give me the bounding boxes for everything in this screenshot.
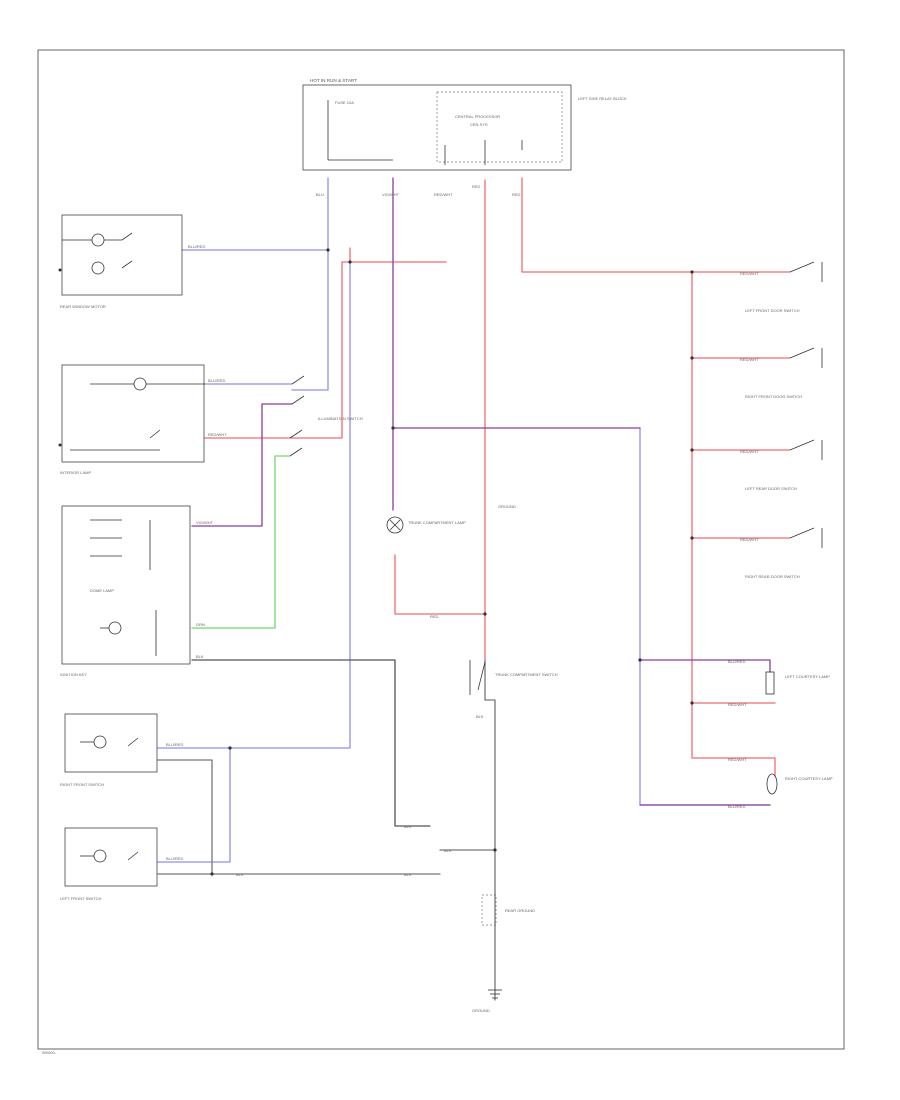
left-courtesy-label: LEFT COURTESY LAMP xyxy=(785,674,830,679)
left-front-switch-label: LEFT FRONT SWITCH xyxy=(60,896,102,901)
right-courtesy-lamp: RED/WHT BLU/RED RIGHT COURTESY LAMP xyxy=(728,757,833,809)
wire-code-lower-4: BLK xyxy=(404,872,412,877)
illumination-switch-label: ILLUMINATION SWITCH xyxy=(318,416,363,421)
wire-code-sw2: RED/WHT xyxy=(740,357,759,362)
illumination-switch: ILLUMINATION SWITCH xyxy=(289,375,363,457)
fuse-block: HOT IN RUN & START FUSE 10A CENTRAL PROC… xyxy=(302,78,627,197)
wire-code-int-2: RED/WHT xyxy=(208,432,227,437)
wire-code-key-1: VIO/WHT xyxy=(196,520,214,525)
wire-code-sw4: RED/WHT xyxy=(740,537,759,542)
wire-code-key-3: BLK xyxy=(196,654,204,659)
diagram-code: W0000- xyxy=(42,1050,57,1055)
red-wires xyxy=(204,177,791,777)
left-front-switch-block: LEFT FRONT SWITCH BLU/RED xyxy=(60,827,183,901)
junction-nodes xyxy=(210,248,694,876)
wire-code-rf: BLU/RED xyxy=(166,742,183,747)
wire-code-top-4: RED xyxy=(472,184,481,189)
wire-code-lc-1: BLU/RED xyxy=(728,659,745,664)
fuse-block-label: HOT IN RUN & START xyxy=(310,78,357,83)
wire-code-rc-2: BLU/RED xyxy=(728,804,745,809)
trunk-switch: TRUNK COMPARTMENT SWITCH BLK xyxy=(469,660,558,719)
wire-code-lower-3: BLK xyxy=(236,872,244,877)
dome-lamp-label: DOME LAMP xyxy=(90,588,114,593)
ignition-key-block: DOME LAMP IGNITION KEY VIO/WHT GRN BLK xyxy=(60,505,214,677)
fuse-label: FUSE 10A xyxy=(335,100,354,105)
wire-code-int-1: BLU/RED xyxy=(208,378,225,383)
central-processor-sub: CEN SYS xyxy=(470,122,488,127)
rear-lamp-block: REAR WINDOW MOTOR BLU/RED xyxy=(58,214,205,309)
lower-connectors: BLK BLK BLK BLK REAR GROUND GROUND xyxy=(236,824,535,1013)
interior-label: INTERIOR LAMP xyxy=(60,470,91,475)
wire-code-top-5: RED xyxy=(512,192,521,197)
right-courtesy-label: RIGHT COURTESY LAMP xyxy=(785,776,833,781)
door-switch-2: RED/WHT RIGHT FRONT DOOR SWITCH xyxy=(740,347,823,399)
ignition-key-label: IGNITION KEY xyxy=(60,672,87,677)
right-front-switch-block: RIGHT FRONT SWITCH BLU/RED xyxy=(60,713,183,787)
door-switch-3: RED/WHT LEFT REAR DOOR SWITCH xyxy=(740,439,823,491)
trunk-lamp-label: TRUNK COMPARTMENT LAMP xyxy=(408,520,466,525)
wire-code-lc-2: RED/WHT xyxy=(728,702,747,707)
trunk-switch-label: TRUNK COMPARTMENT SWITCH xyxy=(495,672,558,677)
interior-block: INTERIOR LAMP BLU/RED RED/WHT xyxy=(58,364,227,475)
ground-note: GROUND xyxy=(498,504,516,509)
green-wires xyxy=(191,455,291,629)
wire-code-lower-2: BLK xyxy=(444,848,452,853)
wire-code-top-3: RED/WHT xyxy=(434,192,453,197)
wire-code-trunk: RED xyxy=(430,614,439,619)
ground-label: GROUND xyxy=(472,1008,490,1013)
wire-code-sw1: RED/WHT xyxy=(740,271,759,276)
wire-code-top-2: VIO/WHT xyxy=(382,192,400,197)
wire-code-trunk-sw: BLK xyxy=(476,714,484,719)
sw4-label: RIGHT REAR DOOR SWITCH xyxy=(745,574,800,579)
right-front-switch-label: RIGHT FRONT SWITCH xyxy=(60,782,104,787)
central-processor-label: CENTRAL PROCESSOR xyxy=(455,114,500,119)
wire-code-lf: BLU/RED xyxy=(166,856,183,861)
wire-code-rc-1: RED/WHT xyxy=(728,757,747,762)
door-switch-4: RED/WHT RIGHT REAR DOOR SWITCH xyxy=(740,527,823,579)
trunk-lamp: TRUNK COMPARTMENT LAMP GROUND RED xyxy=(386,504,516,619)
sw2-label: RIGHT FRONT DOOR SWITCH xyxy=(745,394,802,399)
sw3-label: LEFT REAR DOOR SWITCH xyxy=(745,486,797,491)
left-courtesy-lamp: BLU/RED RED/WHT LEFT COURTESY LAMP xyxy=(728,659,830,707)
wire-code-rear: BLU/RED xyxy=(188,244,205,249)
black-wires xyxy=(157,659,496,1001)
wire-code-top-1: BLU xyxy=(316,192,324,197)
wire-code-sw3: RED/WHT xyxy=(740,449,759,454)
fuse-box-note: LEFT SIDE RELAY BLOCK xyxy=(578,96,627,101)
door-switch-1: RED/WHT LEFT FRONT DOOR SWITCH xyxy=(740,261,823,313)
wire-code-lower-1: BLK xyxy=(404,824,412,829)
rear-ground-label: REAR GROUND xyxy=(505,908,535,913)
wire-code-key-2: GRN xyxy=(196,622,205,627)
diagram-frame xyxy=(37,49,845,1050)
sw1-label: LEFT FRONT DOOR SWITCH xyxy=(745,308,800,313)
rear-lamp-label: REAR WINDOW MOTOR xyxy=(60,304,106,309)
